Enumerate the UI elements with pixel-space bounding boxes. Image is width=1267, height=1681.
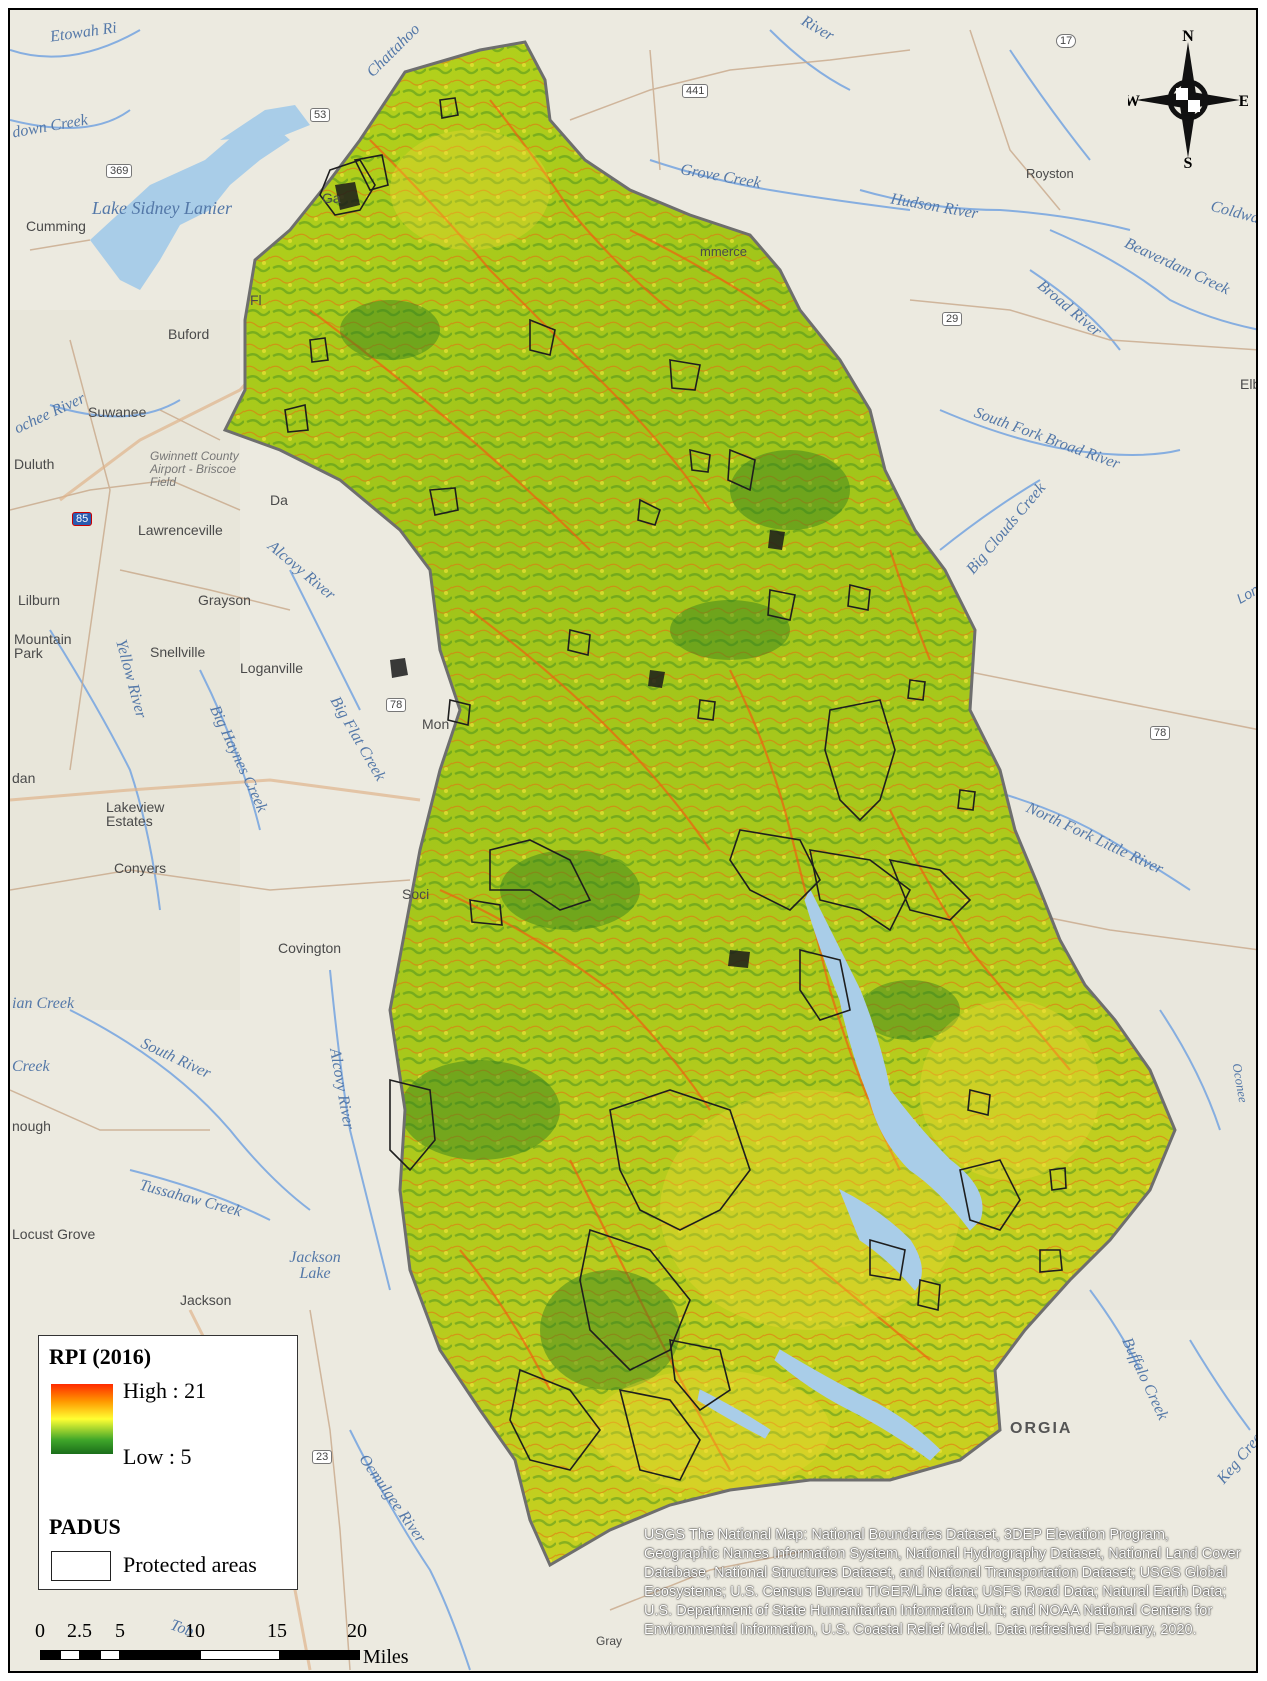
basemap [10, 10, 1256, 1671]
label-lawrenceville: Lawrenceville [138, 522, 223, 538]
label-creek: Creek [12, 1058, 50, 1075]
label-royston: Royston [1026, 166, 1074, 181]
legend-low-label: Low : 5 [123, 1444, 192, 1469]
protected-area-fills [335, 182, 785, 968]
label-dan: dan [12, 770, 36, 786]
highway-shield: 17 [1056, 34, 1077, 48]
legend-padus-title: PADUS [49, 1514, 121, 1539]
label-gwinnett-airport: Gwinnett County Airport - Briscoe Field [150, 449, 239, 489]
scale-tick: 5 [115, 1620, 125, 1642]
label-georgia: ORGIA [1010, 1420, 1073, 1437]
scale-tick: 15 [267, 1620, 287, 1642]
compass-south: S [1184, 155, 1193, 168]
legend-title: RPI (2016) [49, 1344, 152, 1369]
highway-shield: 23 [312, 1450, 333, 1464]
label-lilburn: Lilburn [18, 592, 61, 608]
scale-bar: 0 2.5 5 10 15 20 Miles [35, 1620, 415, 1671]
label-fl: Fl [250, 292, 262, 308]
label-snellville: Snellville [150, 644, 206, 660]
label-lake-sidney-lanier: Lake Sidney Lanier [92, 198, 232, 218]
label-ian-creek: ian Creek [12, 995, 75, 1012]
compass-north: N [1182, 28, 1194, 45]
map-legend: RPI (2016) High : 21 Low : 5 PADUS Prote… [38, 1335, 298, 1590]
protected-area-outlines [284, 97, 1067, 1481]
scale-segment [280, 1650, 360, 1660]
north-arrow-compass-icon: N S W E [1128, 28, 1248, 168]
label-mountain-park: Mountain Park [14, 631, 72, 661]
scale-segment [100, 1650, 120, 1660]
label-loganville: Loganville [240, 660, 304, 676]
label-cumming: Cumming [26, 218, 86, 234]
highway-shield: 85 [72, 512, 93, 526]
scale-unit: Miles [363, 1646, 409, 1668]
map-attribution: USGS The National Map: National Boundari… [644, 1527, 1241, 1638]
scale-tick: 2.5 [67, 1620, 92, 1642]
label-mon: Mon [422, 716, 450, 732]
highway-shield: 369 [106, 164, 133, 178]
label-da: Da [270, 492, 288, 508]
highway-shield: 441 [682, 84, 709, 98]
compass-west: W [1128, 93, 1140, 110]
label-grayson: Grayson [198, 592, 251, 608]
label-suwanee: Suwanee [88, 404, 147, 420]
label-elb: Elb [1240, 376, 1256, 392]
map-frame[interactable]: Etowah Ri Chattahoo River down Creek Lak… [8, 8, 1258, 1673]
label-duluth: Duluth [14, 456, 55, 472]
label-ga: Ga [322, 190, 341, 206]
watershed-boundary [222, 40, 1177, 1568]
label-social: Soci [402, 886, 430, 902]
highway-shield: 29 [942, 312, 963, 326]
highway-shield: 78 [1150, 726, 1171, 740]
label-nough: nough [12, 1118, 51, 1134]
label-commerce: mmerce [700, 244, 747, 259]
label-locust-grove: Locust Grove [12, 1226, 96, 1242]
scale-segment [80, 1650, 100, 1660]
label-jackson-lake: Jackson Lake [289, 1249, 341, 1282]
scale-segment [40, 1650, 60, 1660]
compass-east: E [1239, 93, 1248, 110]
protected-areas-swatch [51, 1551, 111, 1581]
label-covington: Covington [278, 940, 342, 956]
label-lakeview-estates: Lakeview Estates [106, 799, 165, 829]
legend-high-label: High : 21 [123, 1378, 207, 1403]
highway-shield: 78 [386, 698, 407, 712]
scale-tick: 20 [347, 1620, 367, 1642]
label-buford: Buford [168, 326, 210, 342]
scale-segment [200, 1650, 280, 1660]
label-conyers: Conyers [114, 860, 167, 876]
scale-segment [120, 1650, 200, 1660]
legend-protected-areas-label: Protected areas [123, 1552, 257, 1577]
label-jackson: Jackson [180, 1292, 232, 1308]
rpi-color-ramp [51, 1384, 113, 1454]
scale-segment [60, 1650, 80, 1660]
scale-tick: 0 [35, 1620, 45, 1642]
highway-shield: 53 [310, 108, 331, 122]
label-gray: Gray [596, 1634, 623, 1648]
scale-tick: 10 [185, 1620, 205, 1642]
